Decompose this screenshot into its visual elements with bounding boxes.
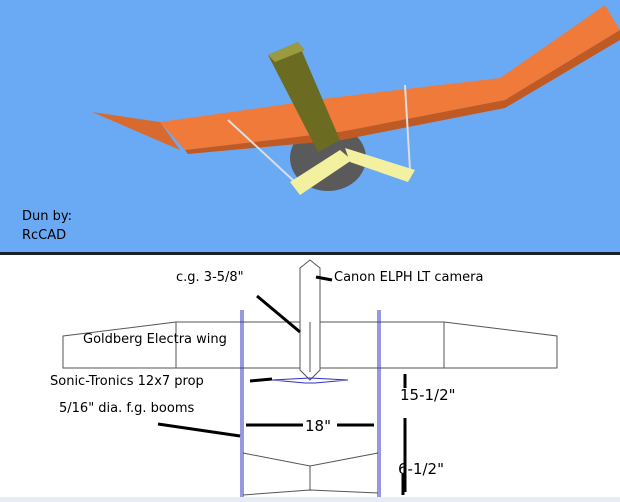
- credit-line1: Dun by:: [22, 209, 72, 224]
- wing-to-tail-label: 15-1/2": [400, 386, 456, 404]
- strut-right: [404, 84, 411, 171]
- left-wingtip: [92, 112, 180, 150]
- tail-chord-label: 6-1/2": [398, 460, 444, 478]
- tail-left: [290, 150, 352, 195]
- strut-left: [227, 119, 296, 183]
- prop-leader: [249, 377, 273, 383]
- tail-right: [345, 148, 415, 182]
- prop-label: Sonic-Tronics 12x7 prop: [50, 374, 204, 389]
- camera-leader: [315, 275, 333, 282]
- wing-label: Goldberg Electra wing: [83, 332, 227, 347]
- plan-view: [0, 259, 620, 502]
- booms-label: 5/16" dia. f.g. booms: [59, 401, 195, 416]
- camera-pod-top: [268, 42, 305, 62]
- wing-3d: [160, 5, 620, 150]
- camera-pod: [268, 42, 340, 152]
- bottom-strip: [0, 497, 620, 502]
- camera-label: Canon ELPH LT camera: [334, 270, 483, 285]
- 3d-render: Dun by: RcCAD: [0, 0, 620, 255]
- leaders: [157, 275, 407, 495]
- cg-label: c.g. 3-5/8": [176, 270, 244, 285]
- booms-leader: [157, 422, 241, 438]
- cg-leader: [256, 294, 301, 334]
- divider: [0, 252, 620, 255]
- camera-fuselage: [299, 259, 321, 381]
- prop: [271, 377, 349, 384]
- plan-labels: c.g. 3-5/8" Canon ELPH LT camera Goldber…: [50, 270, 483, 478]
- credit-line2: RcCAD: [22, 228, 66, 243]
- boom-spacing-label: 18": [305, 417, 331, 435]
